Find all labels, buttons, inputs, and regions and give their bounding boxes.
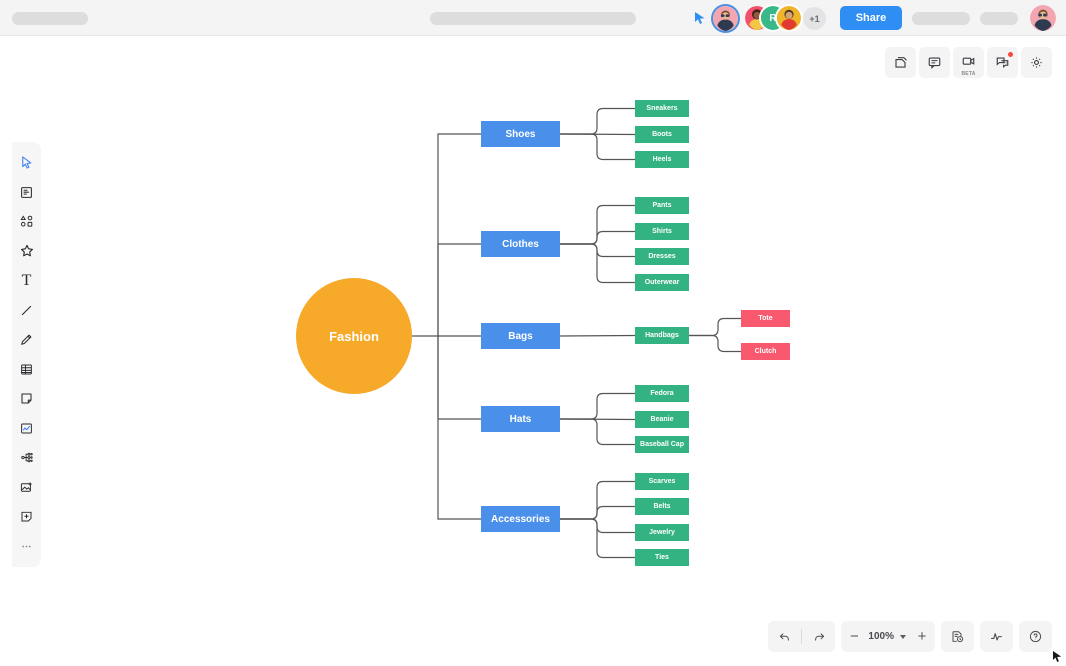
mindmap-leaf-node-belts[interactable]: Belts	[635, 498, 689, 515]
header-placeholder-left[interactable]	[12, 12, 88, 25]
help-icon[interactable]	[1019, 621, 1052, 652]
video-icon[interactable]: BETA	[953, 47, 984, 78]
node-label: Shirts	[652, 228, 672, 235]
avatar-profile[interactable]	[1030, 5, 1056, 31]
shapes-tool[interactable]	[12, 207, 41, 237]
share-button[interactable]: Share	[840, 6, 902, 30]
node-label: Ties	[655, 554, 669, 561]
node-label: Accessories	[491, 513, 550, 525]
mindmap-root-node[interactable]: Fashion	[296, 278, 412, 394]
activity-group	[980, 621, 1013, 652]
avatar-current-user[interactable]	[713, 6, 738, 31]
text-tool[interactable]: T	[21, 271, 32, 289]
header-placeholder-right-2[interactable]	[980, 12, 1018, 25]
chevron-down-icon[interactable]	[900, 634, 906, 639]
mindmap-leaf-node-scarves[interactable]: Scarves	[635, 473, 689, 490]
node-label: Clutch	[754, 348, 777, 355]
mindmap-leaf-node-handbags[interactable]: Handbags	[635, 327, 689, 344]
chart-tool[interactable]	[12, 414, 41, 444]
node-label: Belts	[653, 503, 671, 510]
image-tool[interactable]	[12, 473, 41, 503]
gear-icon[interactable]	[1021, 47, 1052, 78]
mindmap-leaf-node-pants[interactable]: Pants	[635, 197, 689, 214]
zoom-in-button[interactable]: +	[917, 628, 927, 645]
node-label: Jewelry	[649, 529, 675, 536]
notification-dot	[1008, 52, 1013, 57]
node-label: Bags	[508, 330, 533, 342]
node-label: Hats	[509, 413, 532, 425]
root-node-label: Fashion	[329, 328, 379, 344]
node-label: Beanie	[650, 416, 674, 423]
sticker-tool[interactable]	[12, 237, 41, 267]
history-group	[941, 621, 974, 652]
pen-tool[interactable]	[12, 325, 41, 355]
undo-icon[interactable]	[768, 621, 801, 652]
toolbar-divider	[801, 629, 803, 644]
history-icon[interactable]	[941, 621, 974, 652]
mindmap-branch-node-bags[interactable]: Bags	[481, 323, 560, 349]
zoom-out-button[interactable]: −	[850, 628, 859, 645]
beta-badge: BETA	[961, 71, 976, 77]
note-tool[interactable]	[12, 384, 41, 414]
mindmap-branch-node-hats[interactable]: Hats	[481, 406, 560, 432]
avatar-initial: R	[769, 12, 777, 24]
header-placeholder-right-1[interactable]	[912, 12, 970, 25]
node-label: Handbags	[645, 332, 679, 339]
bottom-toolbar: − 100% +	[768, 621, 1052, 652]
redo-icon[interactable]	[802, 621, 835, 652]
node-label: Fedora	[650, 390, 674, 397]
activity-icon[interactable]	[980, 621, 1013, 652]
pointer-cursor-icon	[694, 11, 706, 25]
mindmap-leaf-node-beanie[interactable]: Beanie	[635, 411, 689, 428]
avatar-collaborator-3[interactable]	[777, 6, 801, 30]
mindmap-sub-leaf-node-tote[interactable]: Tote	[741, 310, 790, 327]
node-label: Dresses	[648, 253, 676, 260]
left-toolbar: T	[12, 142, 41, 567]
mindmap-leaf-node-heels[interactable]: Heels	[635, 151, 689, 168]
mindmap-branch-node-clothes[interactable]: Clothes	[481, 231, 560, 257]
more-tool[interactable]	[12, 532, 41, 562]
undo-redo-group	[768, 621, 836, 652]
upload-tool[interactable]	[12, 502, 41, 532]
mindmap-branch-node-shoes[interactable]: Shoes	[481, 121, 560, 147]
node-label: Sneakers	[646, 105, 678, 112]
mindmap-leaf-node-shirts[interactable]: Shirts	[635, 223, 689, 240]
header-placeholder-center[interactable]	[430, 12, 636, 25]
avatar-overflow-count[interactable]: +1	[803, 7, 826, 30]
mindmap-leaf-node-boots[interactable]: Boots	[635, 126, 689, 143]
node-label: Heels	[652, 156, 672, 163]
node-label: Boots	[652, 131, 672, 138]
mindmap-sub-leaf-node-clutch[interactable]: Clutch	[741, 343, 790, 360]
node-label: Shoes	[505, 128, 536, 140]
table-tool[interactable]	[12, 355, 41, 385]
mindmap-leaf-node-dresses[interactable]: Dresses	[635, 248, 689, 265]
node-label: Clothes	[502, 238, 539, 250]
zoom-level-value[interactable]: 100%	[868, 631, 894, 642]
top-header: R +1 Share	[0, 0, 1066, 36]
mindmap-leaf-node-sneakers[interactable]: Sneakers	[635, 100, 689, 117]
mindmap-leaf-node-fedora[interactable]: Fedora	[635, 385, 689, 402]
mindmap-leaf-node-jewelry[interactable]: Jewelry	[635, 524, 689, 541]
mindmap-leaf-node-outerwear[interactable]: Outerwear	[635, 274, 689, 291]
mindmap-branch-node-accessories[interactable]: Accessories	[481, 506, 560, 532]
chat-icon[interactable]	[987, 47, 1018, 78]
node-label: Outerwear	[644, 279, 680, 286]
select-tool[interactable]	[12, 148, 41, 178]
node-label: Baseball Cap	[640, 441, 684, 448]
mindmap-leaf-node-baseball-cap[interactable]: Baseball Cap	[635, 436, 689, 453]
zoom-group: − 100% +	[841, 621, 935, 652]
mindmap-tool[interactable]	[12, 443, 41, 473]
node-label: Tote	[758, 315, 773, 322]
resize-cursor-icon	[1052, 650, 1063, 663]
comment-icon[interactable]	[919, 47, 950, 78]
help-group	[1019, 621, 1052, 652]
frame-icon[interactable]	[885, 47, 916, 78]
mindmap-leaf-node-ties[interactable]: Ties	[635, 549, 689, 566]
template-tool[interactable]	[12, 178, 41, 208]
line-tool[interactable]	[12, 296, 41, 326]
node-label: Pants	[652, 202, 672, 209]
node-label: Scarves	[648, 478, 676, 485]
top-right-toolbar: BETA	[885, 47, 1052, 78]
